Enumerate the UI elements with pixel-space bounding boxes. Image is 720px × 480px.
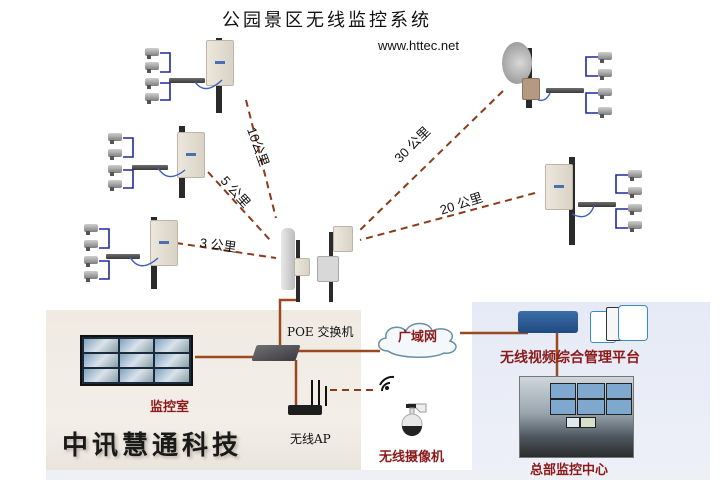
dish-antenna-icon — [502, 42, 532, 84]
switch-icon — [546, 88, 584, 93]
wireless-ap-label: 无线AP — [290, 432, 331, 446]
hq-monitoring-center-image — [519, 376, 634, 458]
wan-label: 广域网 — [398, 330, 438, 345]
camera-icon — [628, 170, 642, 181]
camera-icon — [628, 221, 642, 232]
radio-unit-icon — [317, 256, 339, 282]
radio-bridge-icon — [177, 132, 205, 178]
poe-switch-label: POE 交换机 — [287, 325, 354, 339]
camera-icon — [145, 62, 159, 73]
link-line-20km — [359, 192, 536, 241]
camera-icon — [108, 165, 122, 176]
hq-label: 总部监控中心 — [530, 463, 609, 478]
dome-camera-icon — [401, 403, 427, 436]
camera-icon — [598, 88, 612, 99]
radio-unit-icon — [294, 258, 310, 276]
monitor-room-label: 监控室 — [150, 400, 190, 415]
radio-bridge-icon — [150, 220, 178, 266]
diagram-title: 公园景区无线监控系统 — [222, 10, 432, 31]
link-line-5km — [207, 171, 271, 241]
wire-basestation-poe — [278, 298, 300, 345]
poe-switch-icon — [251, 345, 301, 361]
camera-icon — [145, 78, 159, 89]
link-line-10km — [245, 99, 277, 219]
wireless-camera-label: 无线摄像机 — [379, 450, 445, 465]
ap-antenna-icon — [325, 386, 327, 406]
camera-icon — [598, 69, 612, 80]
switch-icon — [106, 254, 140, 259]
link-line-30km — [357, 90, 504, 233]
platform-label: 无线视频综合管理平台 — [500, 350, 640, 366]
camera-icon — [628, 187, 642, 198]
radio-bridge-icon — [206, 40, 234, 86]
switch-icon — [578, 202, 616, 207]
bottom-strip — [46, 470, 710, 480]
wireless-ap-icon — [288, 405, 322, 415]
camera-icon — [84, 240, 98, 251]
radio-bridge-icon — [545, 164, 573, 210]
link-line-3km — [175, 242, 277, 259]
camera-icon — [598, 107, 612, 118]
camera-icon — [145, 93, 159, 104]
sector-antenna-icon — [281, 228, 295, 290]
ap-antenna-icon — [311, 380, 313, 406]
switch-icon — [132, 165, 168, 170]
camera-icon — [84, 271, 98, 282]
ap-antenna-icon — [318, 380, 320, 406]
wifi-signal-icon — [379, 375, 395, 392]
website-url: www.httec.net — [378, 38, 459, 53]
camera-icon — [145, 48, 159, 59]
camera-icon — [598, 52, 612, 63]
camera-icon — [108, 133, 122, 144]
camera-icon — [84, 224, 98, 235]
switch-icon — [169, 78, 205, 83]
brand-name: 中讯慧通科技 — [62, 431, 243, 461]
nvr-server-icon — [518, 311, 578, 333]
radio-unit-icon — [522, 78, 540, 100]
wan-cloud-icon — [378, 322, 457, 358]
camera-icon — [84, 256, 98, 267]
camera-icon — [108, 149, 122, 160]
mobile-devices-icon — [588, 305, 648, 345]
panel-antenna-icon — [333, 226, 353, 252]
camera-icon — [628, 204, 642, 215]
camera-icon — [108, 180, 122, 191]
video-wall-icon — [80, 335, 193, 386]
